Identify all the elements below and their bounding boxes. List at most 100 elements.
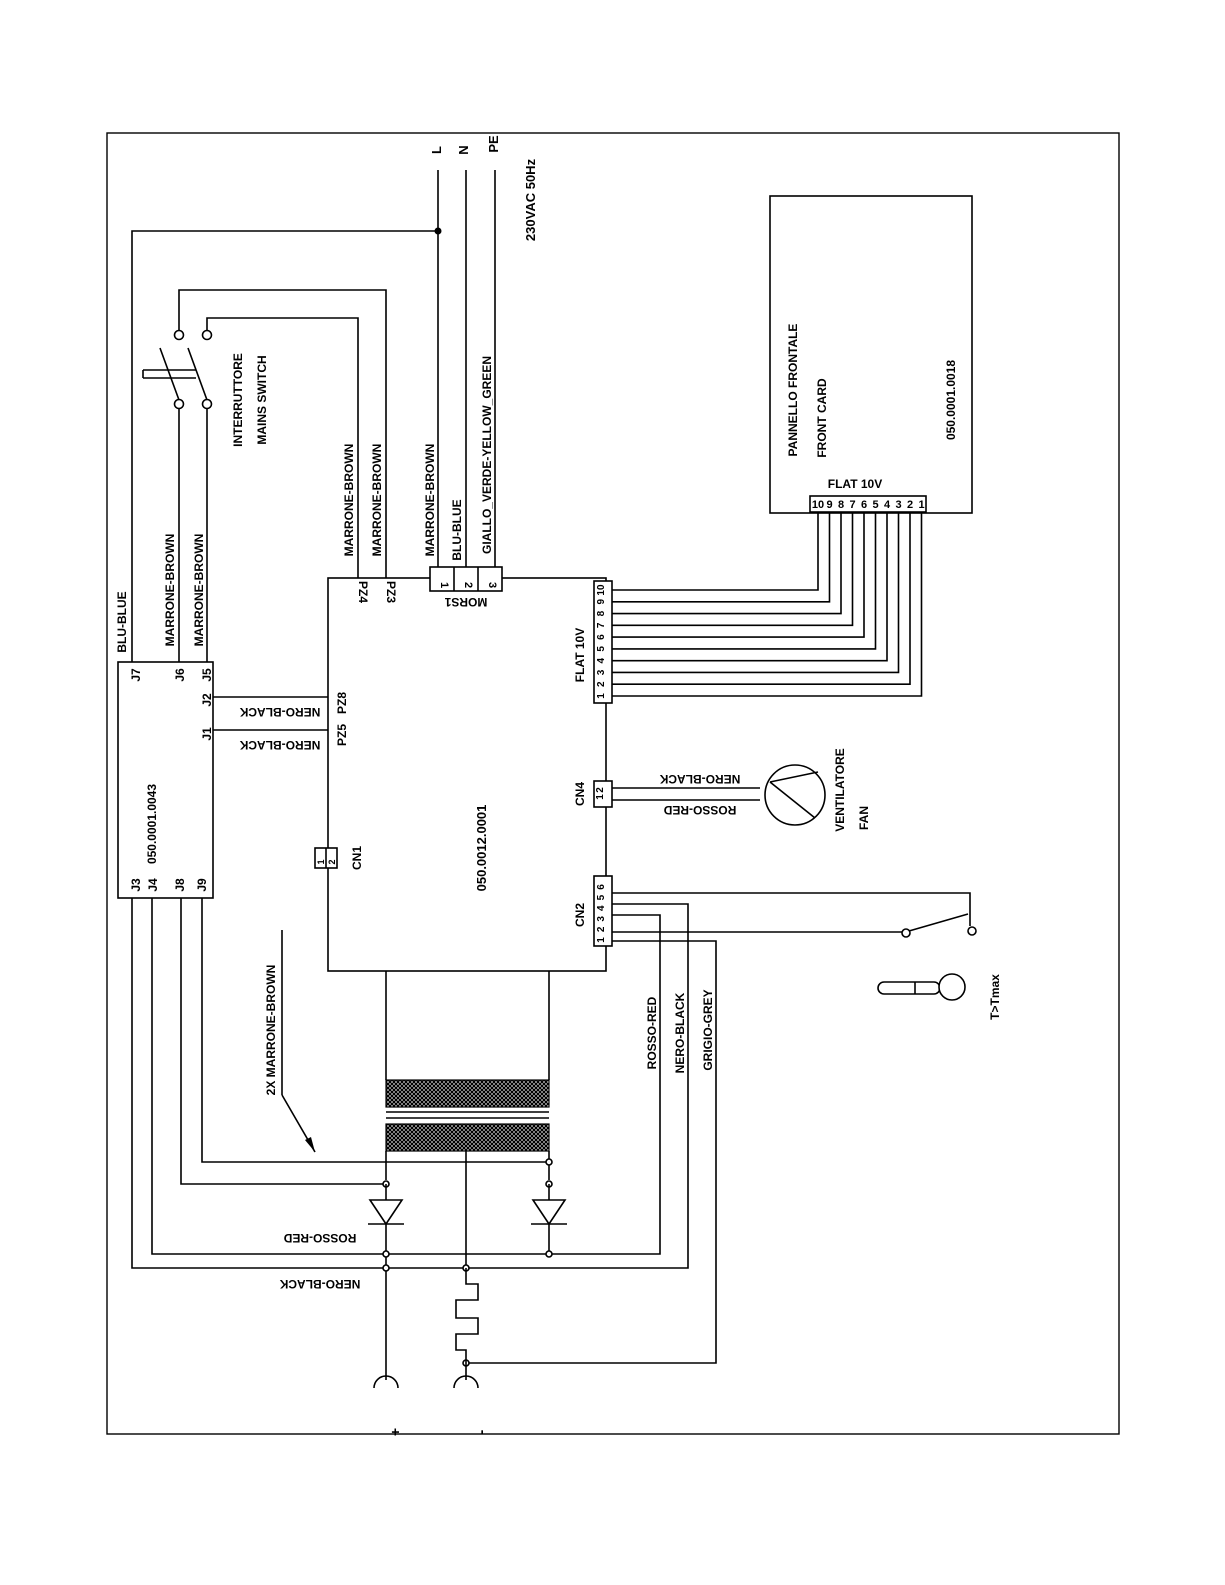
cn2-wire-grigio: GRIGIO-GREY: [701, 989, 715, 1070]
front-card-pin-number: 2: [907, 499, 913, 511]
front-card: PANNELLO FRONTALE FRONT CARD 050.0001.00…: [769, 195, 973, 514]
rectifier: ROSSO-RED NERO-BLACK + -: [279, 1184, 567, 1436]
switch-label-it: INTERRUTTORE: [231, 353, 245, 447]
cn1-pin-1: 1: [316, 859, 326, 864]
main-flat-pin-number: 1: [596, 693, 607, 699]
supply-label-pe: PE: [486, 135, 501, 153]
pz5-label: PZ5: [335, 724, 349, 746]
wire-label-marrone-pz3: MARRONE-BROWN: [370, 444, 384, 557]
front-card-code: 050.0001.0018: [944, 360, 958, 440]
fan-wire-nero: NERO-BLACK: [659, 772, 740, 786]
cn2-pin-number: 3: [596, 916, 607, 922]
flat-cable-wire: [612, 512, 888, 662]
supply-label-n: N: [456, 145, 471, 154]
main-flat-pin-number: 2: [596, 681, 607, 687]
cn1-pin-2: 2: [327, 859, 337, 864]
main-board: 050.0012.0001 PZ4 PZ3 PZ8 PZ5 1 2 3 MORS…: [314, 566, 613, 972]
cn2-wire-rosso: ROSSO-RED: [645, 996, 659, 1069]
fan-wire-rosso: ROSSO-RED: [663, 803, 736, 817]
cn4-pin-1: 1: [595, 794, 606, 800]
pz8-label: PZ8: [335, 692, 349, 714]
supply-label-l: L: [429, 146, 444, 154]
cn2-wiring: ROSSO-RED NERO-BLACK GRIGIO-GREY T>Tmax: [131, 892, 1002, 1364]
cn4-label: CN4: [573, 782, 587, 806]
bottom-wire-nero: NERO-BLACK: [279, 1277, 360, 1291]
flat-cable-wire: [612, 512, 854, 627]
cn2-label: CN2: [573, 903, 587, 927]
pin-j7: J7: [129, 668, 143, 682]
main-flat-pin-number: 6: [596, 634, 607, 640]
aux-board-code: 050.0001.0043: [145, 784, 159, 864]
pin-j4: J4: [146, 878, 160, 892]
front-card-pin-number: 4: [884, 499, 891, 511]
cn1-label: CN1: [350, 846, 364, 870]
front-card-pin-number: 3: [895, 499, 901, 511]
thermostat-label: T>Tmax: [988, 974, 1002, 1020]
mors-pin-1: 1: [438, 582, 450, 588]
main-flat-pin-number: 10: [596, 584, 607, 596]
cn2-pin-number: 1: [596, 937, 607, 943]
main-board-code: 050.0012.0001: [474, 805, 489, 892]
page-frame: [106, 132, 1120, 1435]
front-card-pin-number: 7: [849, 499, 855, 511]
mors-pin-2: 2: [462, 582, 474, 588]
fan-label-en: FAN: [857, 806, 871, 830]
wire-label-marrone-j5: MARRONE-BROWN: [192, 534, 206, 647]
flat-cable-wire: [612, 512, 900, 674]
wire-label-pe-mors: GIALLO_VERDE-YELLOW_GREEN: [480, 356, 494, 554]
mors-label: MORS1: [444, 595, 487, 609]
wire-label-nero-j1: NERO-BLACK: [239, 738, 320, 752]
pin-j9: J9: [195, 878, 209, 892]
cn2-wire-nero: NERO-BLACK: [673, 992, 687, 1073]
cn2-pin-number: 2: [596, 926, 607, 932]
flat-cable-wire: [612, 512, 877, 650]
wire-label-blu-j7: BLU-BLUE: [115, 591, 129, 652]
transformer: 2X MARRONE-BROWN: [180, 898, 553, 1268]
cn2-pin-number: 6: [596, 884, 607, 890]
pz4-label: PZ4: [356, 581, 370, 603]
supply-lines: L N PE 230VAC 50Hz: [131, 135, 538, 665]
pz3-label: PZ3: [384, 581, 398, 603]
flat-cable-wire: [612, 512, 819, 591]
switch-label-en: MAINS SWITCH: [255, 355, 269, 444]
front-card-pin-number: 8: [838, 499, 844, 511]
front-card-pin-number: 1: [918, 499, 924, 511]
wire-label-marrone-j6: MARRONE-BROWN: [163, 534, 177, 647]
aux-board: 050.0001.0043 J7 J6 J5 J2 J1 J3 J4 J8 J9: [117, 661, 214, 899]
pin-j5: J5: [200, 668, 214, 682]
cn4-pin-2: 2: [595, 787, 606, 793]
flat-cable-wire: [612, 512, 865, 638]
pin-j1: J1: [200, 727, 214, 741]
fan-label-it: VENTILATORE: [833, 748, 847, 832]
wire-label-marrone-mors: MARRONE-BROWN: [423, 444, 437, 557]
wire-label-blu-mors: BLU-BLUE: [450, 499, 464, 560]
front-card-flat-label: FLAT 10V: [828, 477, 882, 491]
main-flat-pin-number: 4: [596, 657, 607, 663]
transformer-wire-label: 2X MARRONE-BROWN: [264, 965, 278, 1096]
front-card-pin-number: 10: [812, 499, 824, 511]
cn2-pin-number: 5: [596, 894, 607, 900]
front-card-pin-number: 5: [872, 499, 878, 511]
main-flat-pin-number: 3: [596, 669, 607, 675]
main-flat-pin-number: 7: [596, 622, 607, 628]
wire-label-nero-j2: NERO-BLACK: [239, 705, 320, 719]
flat-cable-wire: [612, 512, 831, 603]
main-flat-pin-number: 5: [596, 646, 607, 652]
cn2-pins: 1 2 3 4 5 6: [596, 884, 607, 943]
pin-j6: J6: [173, 668, 187, 682]
output-minus: -: [473, 1429, 489, 1434]
mors-pin-3: 3: [486, 582, 498, 588]
wire-label-marrone-pz4: MARRONE-BROWN: [342, 444, 356, 557]
output-plus: +: [387, 1428, 403, 1436]
flat-cable-wire: [612, 512, 842, 615]
main-flat-label: FLAT 10V: [573, 628, 587, 682]
cn2-pin-number: 4: [596, 905, 607, 911]
front-card-title-en: FRONT CARD: [815, 378, 829, 458]
supply-rating: 230VAC 50Hz: [523, 158, 538, 241]
diode-wire-rosso: ROSSO-RED: [283, 1231, 356, 1245]
pin-j3: J3: [129, 878, 143, 892]
front-card-pin-number: 9: [826, 499, 832, 511]
